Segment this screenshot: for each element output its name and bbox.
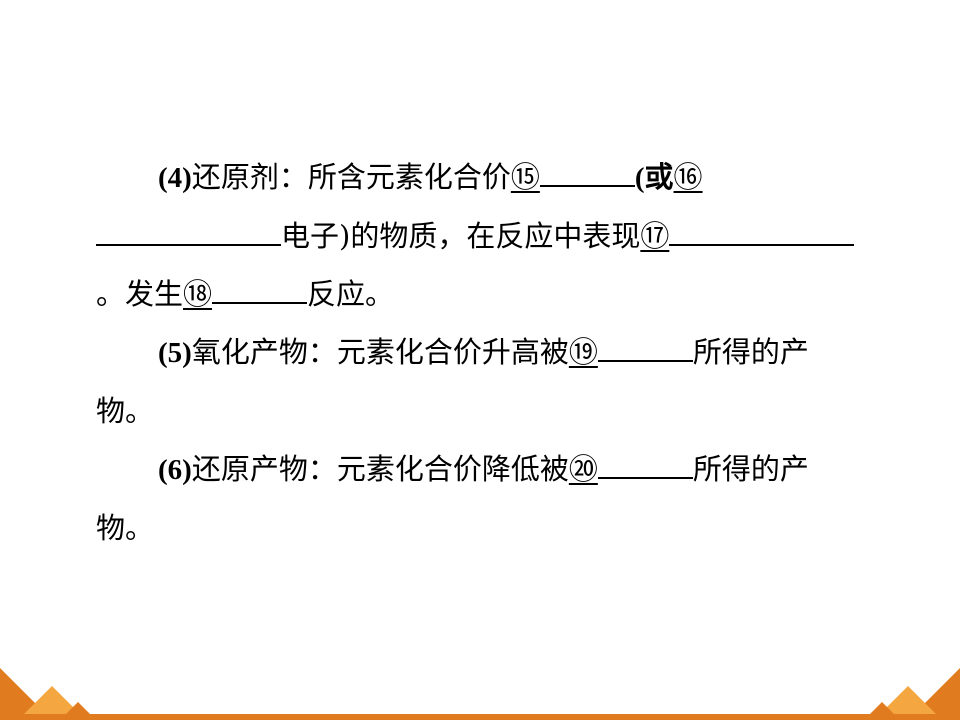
fill-blank-16[interactable] (96, 222, 281, 246)
blank-marker-16: ⑯ (673, 160, 703, 194)
blank-marker-19: ⑲ (568, 335, 598, 369)
text-segment: 还原剂：所含元素化合价 (191, 160, 511, 194)
fill-blank-19[interactable] (597, 338, 693, 362)
text-segment: 还原产物：元素化合价降低被 (191, 452, 569, 486)
text-segment: 所得的产物。 (96, 335, 809, 428)
paragraph-reducing-agent: (4)还原剂：所含元素化合价⑮ (或⑯ 电子)的物质，在反应中表现⑰ 。发生⑱ 反应。 (96, 148, 856, 323)
text-segment: 电子)的物质，在反应中表现 (281, 219, 641, 253)
fill-blank-15[interactable] (539, 163, 635, 187)
blank-marker-15: ⑮ (510, 160, 540, 194)
bottom-accent-bar (0, 714, 960, 720)
text-segment: 。发生 (96, 277, 184, 311)
corner-decoration-right (864, 668, 960, 720)
item-number: (6) (158, 454, 192, 486)
item-number: (4) (158, 162, 192, 194)
text-segment: 氧化产物：元素化合价升高被 (191, 335, 569, 369)
fill-blank-18[interactable] (212, 280, 308, 304)
blank-marker-17: ⑰ (640, 219, 670, 253)
text-segment: 所得的产物。 (96, 452, 809, 545)
corner-decoration-left (0, 668, 96, 720)
blank-marker-20: ⑳ (568, 452, 598, 486)
fill-blank-17[interactable] (669, 222, 855, 246)
item-number: (5) (158, 337, 192, 369)
fill-blank-20[interactable] (597, 455, 693, 479)
text-segment: (或 (634, 162, 674, 194)
text-segment: 反应。 (307, 277, 395, 311)
blank-marker-18: ⑱ (183, 277, 213, 311)
